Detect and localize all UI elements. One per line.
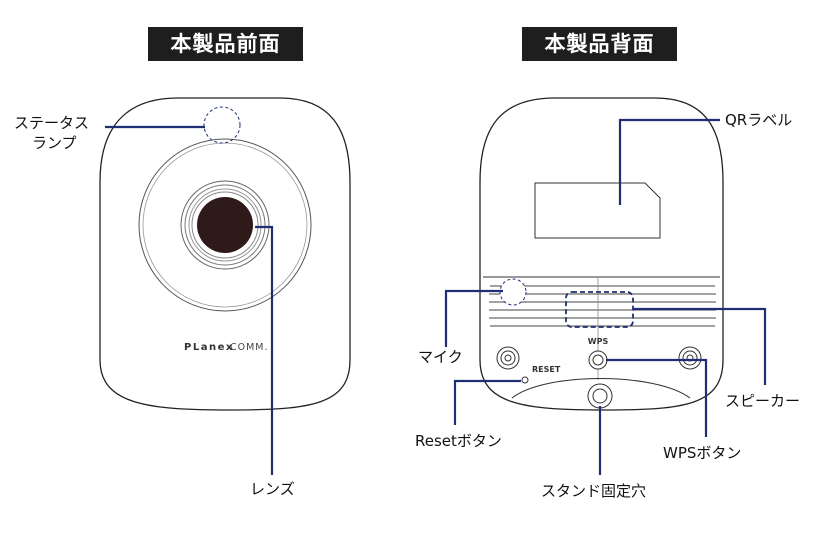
- qr-label-label: QRラベル: [725, 111, 793, 129]
- back-body-outline: [479, 97, 724, 411]
- status-lamp-label-line1: ステータス: [14, 114, 90, 132]
- back-title: 本製品背面: [522, 27, 677, 61]
- brand-logo-bold: PLanex: [184, 342, 234, 353]
- lens-bezel-inner: [142, 142, 308, 308]
- reset-button-label: Resetボタン: [415, 432, 502, 450]
- qr-label-callout-line: [618, 118, 720, 205]
- stand-hole-inner: [592, 388, 608, 404]
- status-lamp-label-line2: ランプ: [32, 134, 77, 152]
- mic-label: マイク: [418, 348, 463, 366]
- front-title: 本製品前面: [148, 27, 303, 61]
- wps-button-icon: [592, 354, 604, 366]
- wps-button-label: WPSボタン: [663, 444, 742, 462]
- brand-logo-light: COMM.: [230, 342, 269, 353]
- status-lamp-marker: [203, 106, 241, 144]
- speaker-callout-line: [633, 307, 767, 385]
- mic-callout-line: [444, 289, 503, 347]
- wps-print: WPS: [588, 337, 609, 346]
- qr-label-area: [534, 182, 661, 239]
- speaker-label: スピーカー: [725, 392, 801, 410]
- back-camera: WPS RESET: [479, 97, 724, 411]
- back-callouts: [444, 118, 767, 475]
- lens-callout-line: [255, 225, 274, 475]
- front-callouts: [105, 125, 274, 475]
- wps-callout-line: [606, 358, 708, 437]
- reset-print: RESET: [532, 365, 561, 374]
- lens-label: レンズ: [250, 480, 295, 498]
- left-screw-icon: [496, 346, 520, 370]
- front-camera: PLanex COMM.: [99, 97, 351, 411]
- lens-glass: [197, 197, 253, 253]
- stand-plate: [511, 378, 691, 399]
- stand-hole-label: スタンド固定穴: [541, 482, 647, 500]
- reset-callout-line: [453, 379, 521, 425]
- mic-marker: [499, 278, 527, 306]
- reset-hole-icon: [521, 376, 529, 384]
